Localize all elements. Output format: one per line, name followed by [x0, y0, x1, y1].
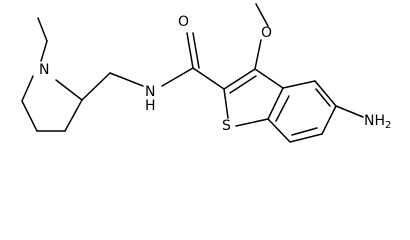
bond-s-c7a: [235, 118, 269, 127]
atom-n-amine-h: H: [374, 113, 385, 129]
bond-ring-n-c5: [21, 75, 34, 102]
bond-c4-c5-inner: [315, 88, 331, 107]
bond-c3a-c7a-inner: [275, 95, 290, 122]
atom-h-amide: H: [145, 98, 156, 114]
atom-o-methoxy: O: [261, 25, 272, 41]
bond-c3a-c4: [282, 80, 316, 89]
atom-n-amine: NH2: [364, 113, 391, 131]
bond-carbonyl-o-b: [192, 32, 200, 69]
atom-n-amine-h-count: 2: [385, 120, 391, 131]
bond-ch2-nh: [109, 72, 144, 87]
atom-s-thiophene: S: [222, 118, 231, 134]
bond-c4-c5: [314, 80, 337, 107]
bond-c5-c6: [321, 105, 337, 135]
atom-o-carbonyl: O: [178, 14, 189, 30]
bond-c7-c7a: [267, 118, 291, 143]
bond-c3-c3a: [254, 68, 284, 89]
bond-c3-ome: [254, 39, 262, 70]
bond-ring-c2-n: [55, 79, 83, 101]
bond-ethyl-ch3: [37, 17, 48, 42]
molecule-structure: N N H O O S NH2: [21, 3, 391, 143]
bond-c5-nh2: [335, 105, 364, 118]
bond-c6-c7: [289, 133, 323, 143]
bond-c2-ch2: [81, 72, 111, 101]
bond-c2-s: [223, 88, 229, 119]
bond-carbonyl-c2: [192, 67, 225, 90]
atom-n-amide: N: [145, 84, 155, 100]
bond-ring-c5-c4: [21, 100, 38, 132]
bond-o-ch3: [255, 3, 269, 27]
bond-ethyl-ch2: [40, 40, 48, 62]
atom-n-pyrrolidine: N: [39, 62, 49, 78]
bond-c3a-c7a: [267, 87, 284, 120]
bond-c6-c7-inner: [291, 127, 318, 136]
bond-nh-carbonyl: [161, 67, 194, 87]
bond-c2-c3-double-b: [229, 75, 257, 94]
bond-carbonyl-o-a: [186, 32, 194, 69]
bond-ring-c3-c2: [64, 99, 83, 132]
structure-canvas: N N H O O S NH2: [21, 3, 391, 143]
atom-n-amine-symbol: N: [364, 113, 374, 129]
bond-c2-c3-double-a: [223, 68, 256, 90]
